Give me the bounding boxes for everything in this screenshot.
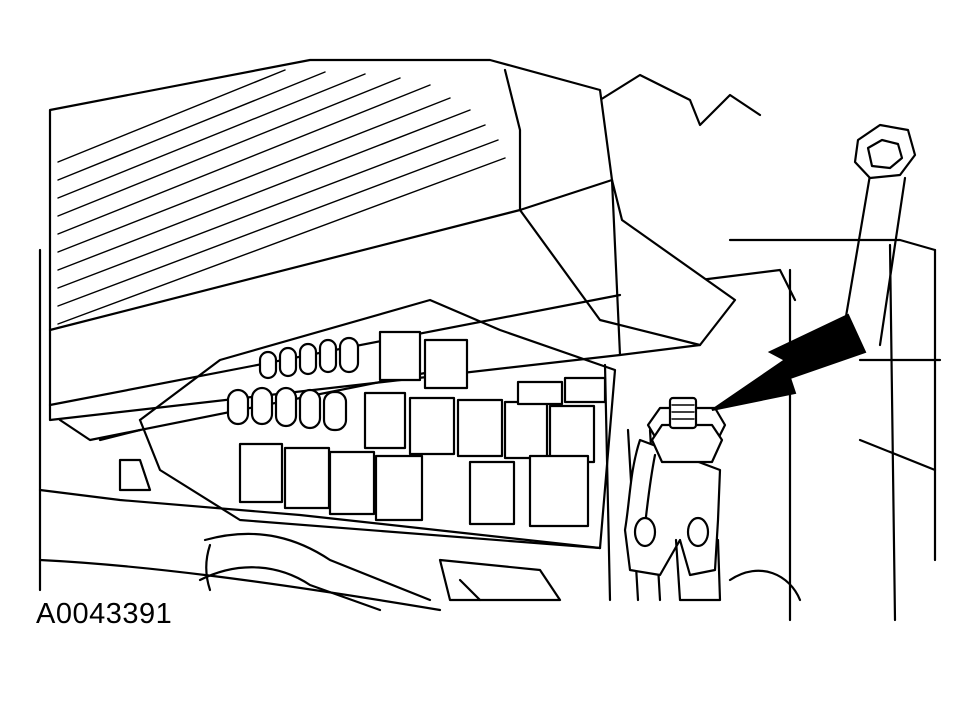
cover-ribs <box>57 69 506 325</box>
stud-nut <box>646 396 727 464</box>
mini-fuses-row-2 <box>226 386 348 432</box>
figure-id-label: A0043391 <box>36 598 173 630</box>
pointer-arrow-icon <box>711 313 867 411</box>
cable-terminal <box>623 396 727 602</box>
fuse-relay-box <box>98 298 617 550</box>
module-cover <box>48 58 737 442</box>
vertical-pipe <box>840 123 917 347</box>
hoses <box>198 532 802 612</box>
mini-fuses-row-1 <box>258 336 360 380</box>
relays <box>238 330 607 528</box>
